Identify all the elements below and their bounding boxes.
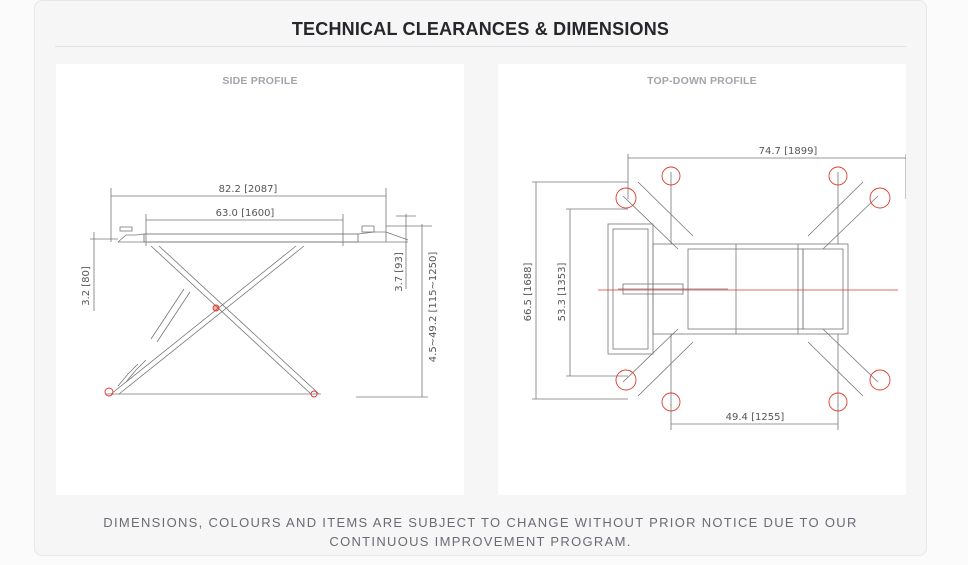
side-profile-panel: SIDE PROFILE — [56, 64, 464, 495]
deck-length-dim: 63.0 [1600] — [216, 208, 275, 219]
overall-length-dim: 82.2 [2087] — [219, 184, 278, 195]
side-profile-drawing: 82.2 [2087] 63.0 [1600] 3.2 [80] 3.7 [93… — [81, 184, 439, 398]
inner-depth-dim: 53.3 [1353] — [557, 263, 568, 322]
pad-spacing-dim: 49.4 [1255] — [726, 412, 785, 423]
dimensions-card: TECHNICAL CLEARANCES & DIMENSIONS SIDE P… — [34, 0, 927, 556]
side-profile-label: SIDE PROFILE — [222, 75, 298, 87]
overall-width-dim: 74.7 [1899] — [759, 146, 818, 157]
top-profile-label: TOP-DOWN PROFILE — [647, 75, 757, 87]
top-profile-panel: TOP-DOWN PROFILE — [498, 64, 906, 495]
disclaimer: DIMENSIONS, COLOURS AND ITEMS ARE SUBJEC… — [35, 513, 926, 551]
lowered-height-dim: 3.2 [80] — [81, 266, 92, 306]
lift-range-dim: 4.5~49.2 [115~1250] — [428, 252, 439, 363]
title-divider — [55, 46, 906, 47]
section-title: TECHNICAL CLEARANCES & DIMENSIONS — [291, 19, 670, 39]
overall-depth-dim: 66.5 [1688] — [523, 263, 534, 322]
ramp-height-dim: 3.7 [93] — [394, 252, 405, 292]
lift-pads — [615, 166, 891, 412]
disclaimer-line-2: CONTINUOUS IMPROVEMENT PROGRAM. — [329, 534, 632, 549]
top-profile-drawing: 74.7 [1899] 66.5 [1688] 53.3 [1353] 49.4… — [523, 146, 906, 430]
disclaimer-line-1: DIMENSIONS, COLOURS AND ITEMS ARE SUBJEC… — [103, 515, 858, 530]
